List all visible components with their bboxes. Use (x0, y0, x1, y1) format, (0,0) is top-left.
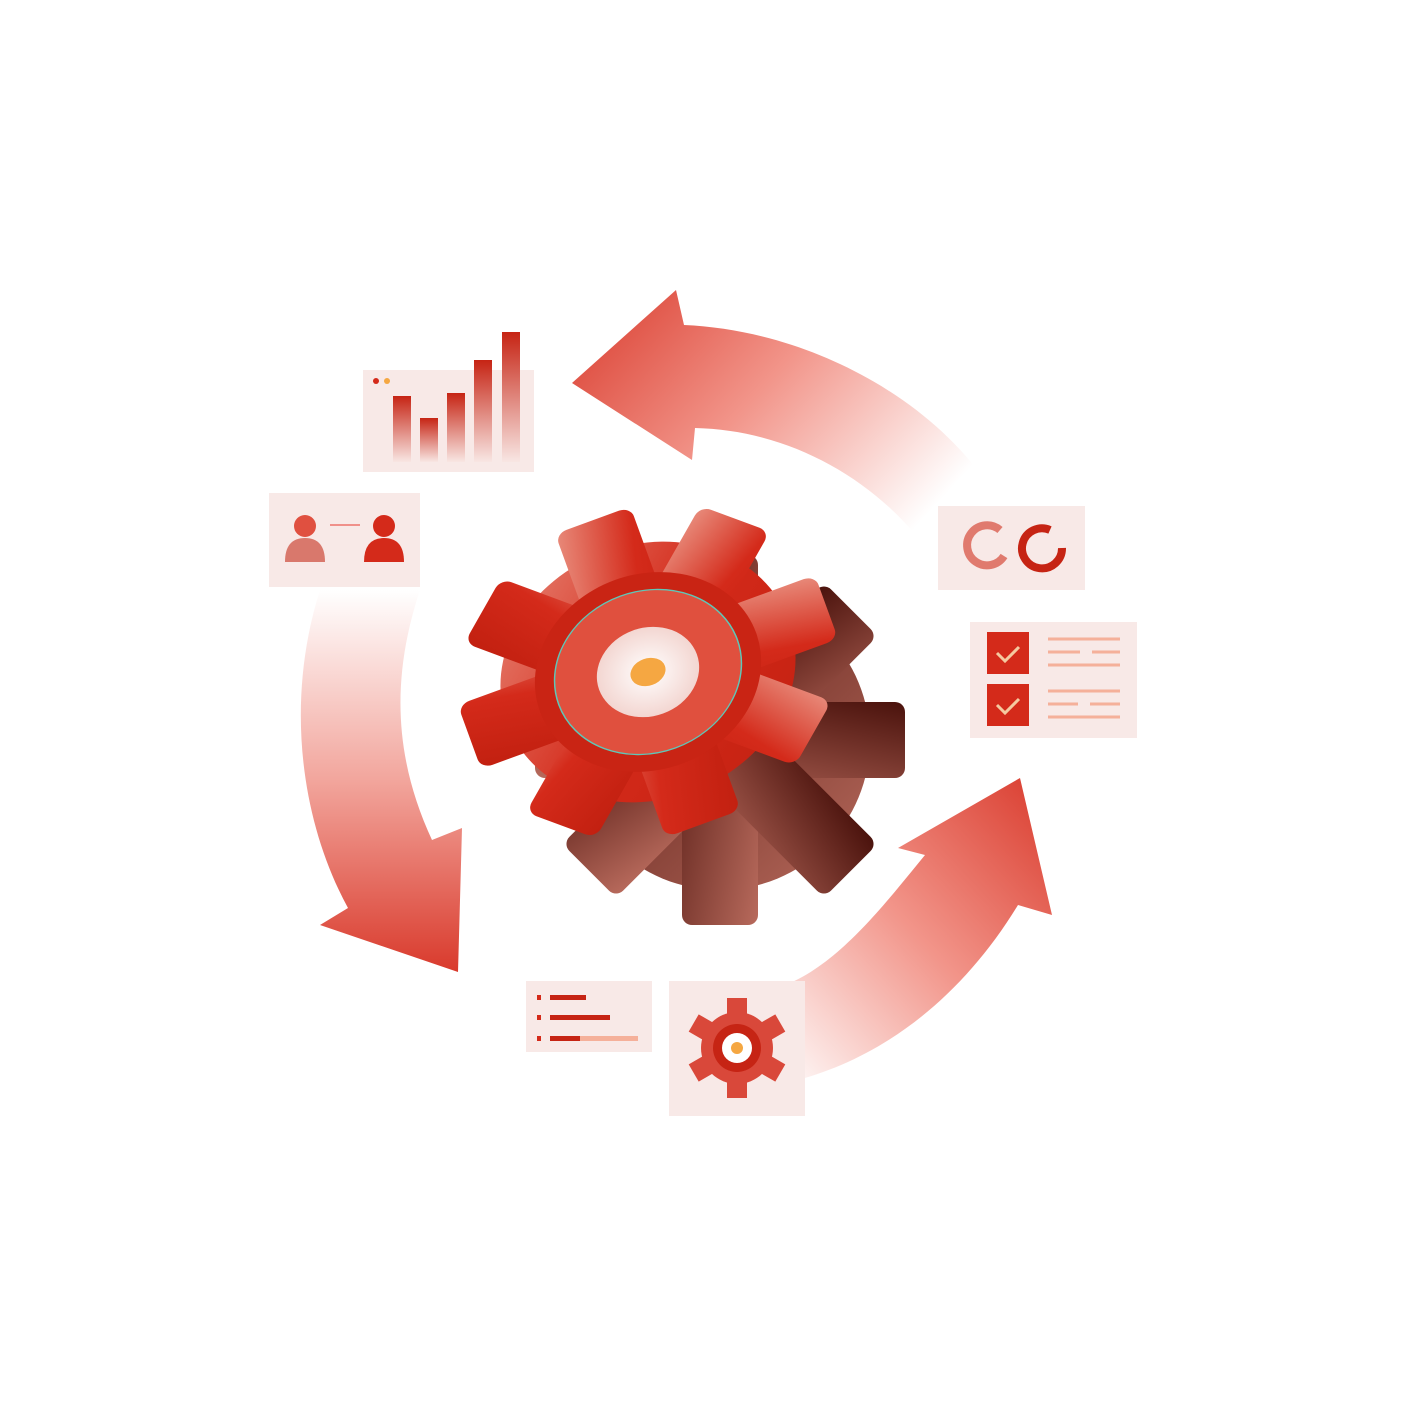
checklist-card (970, 622, 1137, 738)
users-card (269, 493, 420, 587)
cycle-arrow-icon (770, 778, 1052, 1082)
bar-chart-card (363, 332, 534, 472)
progress-list-card (526, 981, 652, 1052)
gear-card (669, 981, 805, 1116)
donut-chart-card (938, 506, 1085, 590)
cycle-arrow-icon (572, 290, 985, 560)
cycle-arrow-icon (300, 590, 462, 972)
gear-icon (460, 508, 905, 925)
gear-icon (688, 998, 786, 1098)
